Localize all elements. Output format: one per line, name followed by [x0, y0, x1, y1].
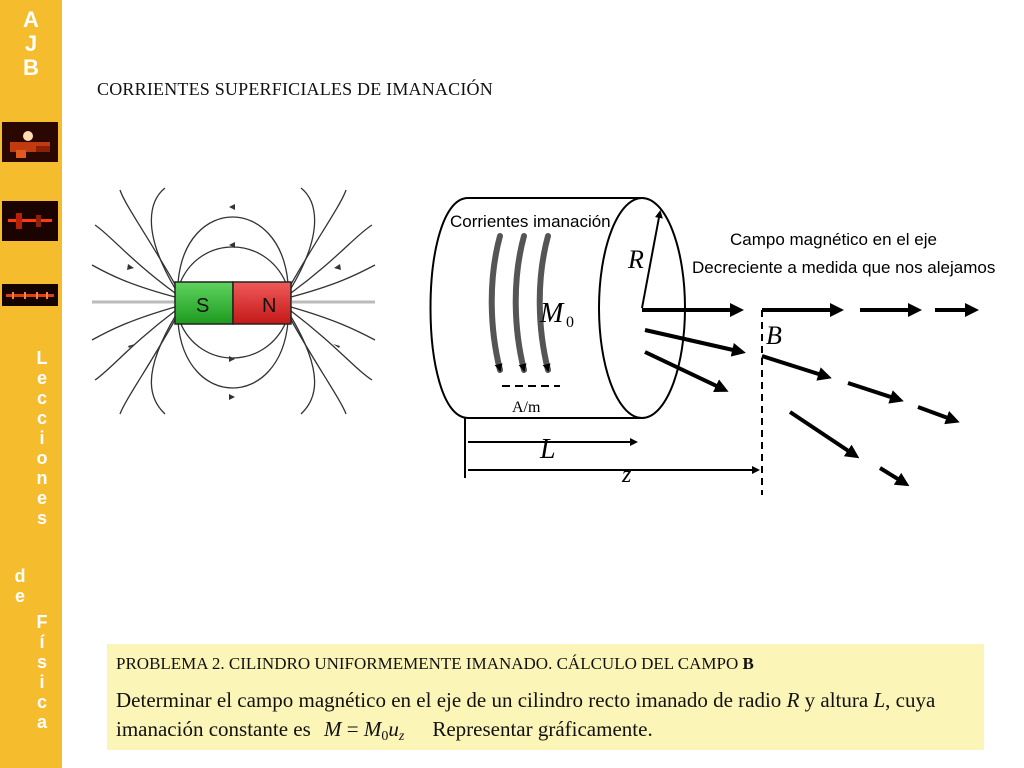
- slide-title: CORRIENTES SUPERFICIALES DE IMANACIÓN: [97, 79, 493, 99]
- label-radius: R: [627, 245, 644, 274]
- bar-magnet: S N: [174, 281, 292, 325]
- surface-current-arrows: [488, 233, 551, 373]
- brand-logo: A J B: [23, 7, 39, 80]
- magnet-label-s: S: [196, 295, 209, 317]
- magnet-field-arrows: [127, 204, 341, 400]
- label-z: z: [621, 462, 632, 488]
- magnet-field-lines: [91, 187, 376, 415]
- label-field-B: B: [766, 321, 782, 350]
- magnetization-equation: M = M0uz: [324, 717, 405, 744]
- magnet-pole-s: [174, 281, 234, 325]
- label-length: L: [539, 434, 556, 465]
- label-magnetization: M: [539, 298, 565, 329]
- sidebar: A J B L e c c: [0, 0, 62, 768]
- label-unit: A/m: [512, 399, 541, 416]
- sidebar-word-de: d e: [14, 566, 26, 606]
- caption-line2: Decreciente a medida que nos alejamos: [692, 258, 995, 277]
- dimension-lines: [464, 310, 763, 495]
- sidebar-thumbnail-lab: [2, 122, 58, 162]
- problem-statement: Determinar el campo magnético en el eje …: [116, 686, 978, 751]
- label-magnetization-sub: 0: [566, 314, 574, 331]
- caption-line1: Campo magnético en el eje: [730, 230, 937, 249]
- sidebar-word-fisica: F í s i c a: [36, 612, 48, 732]
- field-arrows: [642, 303, 979, 487]
- problem-heading: PROBLEMA 2. CILINDRO UNIFORMEMENTE IMANA…: [116, 654, 754, 673]
- label-corrientes-imanacion: Corrientes imanación: [450, 212, 611, 231]
- radius-arrow: [641, 210, 663, 309]
- problem-box: PROBLEMA 2. CILINDRO UNIFORMEMENTE IMANA…: [107, 644, 984, 750]
- sidebar-thumbnail-spectrum: [2, 284, 58, 306]
- sidebar-word-lecciones: L e c c i o n e s: [36, 348, 48, 528]
- magnet-label-n: N: [262, 295, 276, 317]
- sidebar-thumbnail-laser: [2, 201, 58, 241]
- figure-illustration: S N Corrientes imanación A/m M 0 R L z: [91, 187, 995, 495]
- magnet-pole-n: [232, 281, 292, 325]
